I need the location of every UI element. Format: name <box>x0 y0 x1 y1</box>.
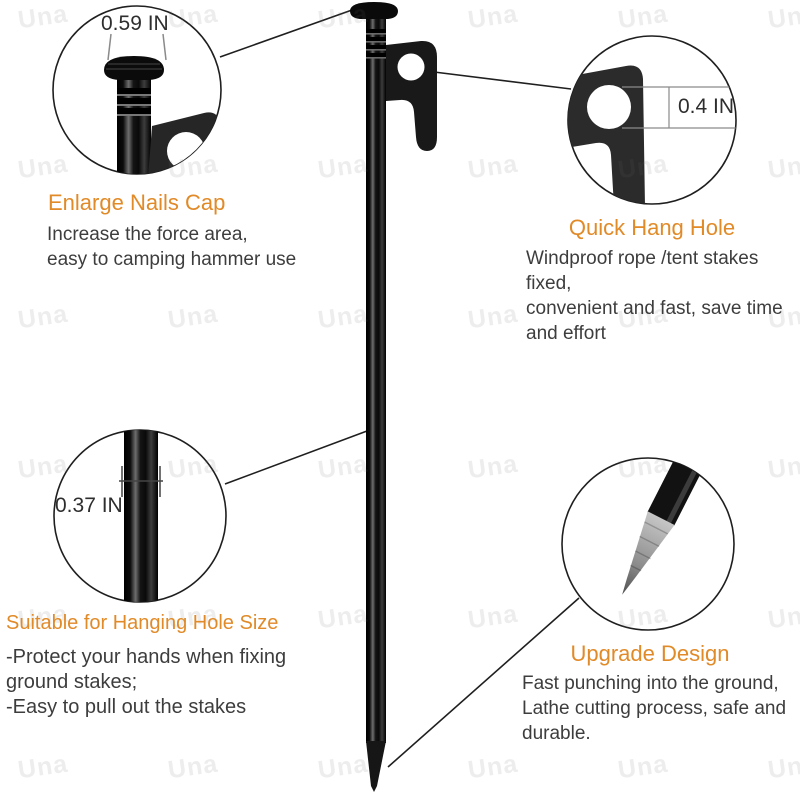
stake-shaft <box>366 16 386 743</box>
upgrade-design-description: Fast punching into the ground, Lathe cut… <box>522 673 787 744</box>
hole-size-title: Suitable for Hanging Hole Size <box>6 612 279 634</box>
stake-tip <box>366 741 386 792</box>
enlarge-cap-description: Increase the force area, easy to camping… <box>47 224 297 270</box>
magnified-shaft-view <box>119 430 163 602</box>
tent-stake-image <box>350 2 437 792</box>
callout-line-hole <box>425 70 572 90</box>
callout-lines <box>219 9 580 768</box>
cap-diameter-label: 0.59 IN <box>101 12 169 35</box>
stake-cap <box>350 2 398 19</box>
stake-hang-hole <box>397 53 425 81</box>
enlarge-cap-title: Enlarge Nails Cap <box>48 190 226 215</box>
hang-hole-description: Windproof rope /tent stakes fixed, conve… <box>526 248 783 344</box>
upgrade-design-title: Upgrade Design <box>570 641 730 666</box>
stake-ribs <box>366 29 386 59</box>
shaft-diameter-label: 0.37 IN <box>55 494 123 517</box>
callout-line-cap <box>219 9 353 58</box>
hole-diameter-label: 0.4 IN <box>678 95 735 118</box>
hang-hole-title: Quick Hang Hole <box>568 215 736 240</box>
callout-line-shaft <box>224 430 368 485</box>
magnified-hole-view <box>568 65 736 204</box>
hole-size-description: -Protect your hands when fixing ground s… <box>6 646 287 718</box>
callout-line-tip <box>387 597 580 768</box>
